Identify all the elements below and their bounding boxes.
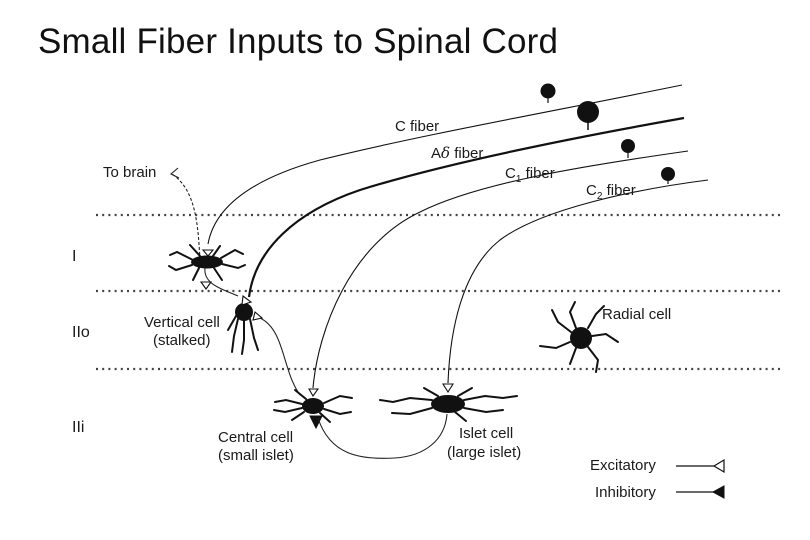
c-fiber-soma [540,83,556,103]
islet-cell-label: Islet cell [459,425,513,442]
c1-excitatory-terminal [308,388,320,398]
layer-label-iio: IIo [72,324,90,341]
a-delta-excitatory-terminal [241,294,253,306]
radial-cell-label: Radial cell [602,306,671,323]
central-cell [273,389,353,423]
c2-fiber-label: C2 fiber [586,182,636,202]
islet-cell-sublabel: (large islet) [447,444,521,461]
central-cell-label: Central cell [218,429,293,446]
c2-fiber-line [447,179,709,384]
legend-inhibitory-label: Inhibitory [595,484,656,501]
c1-fiber-line [312,150,689,389]
a-delta-fiber-label: Aδ fiber [431,144,483,162]
page-title: Small Fiber Inputs to Spinal Cord [38,22,559,61]
radial-cell [539,301,619,373]
a-delta-fiber-soma [577,101,599,130]
lamina-i-to-vertical-axon [204,267,239,297]
to-brain-label: To brain [103,164,156,181]
c-fiber-line [207,84,683,245]
islet-cell [379,387,518,422]
layer-label-i: I [72,248,76,265]
legend: Excitatory Inhibitory [590,457,725,501]
to-brain-arrowhead [170,167,180,179]
a-delta-fiber-line [247,116,685,298]
vertical-cell [227,303,259,355]
c1-fiber-label: C1 fiber [505,165,555,185]
c1-fiber-soma [621,139,635,158]
c2-fiber-soma [661,167,675,184]
legend-inhibitory-symbol [711,485,725,499]
c2-excitatory-terminal [442,383,454,394]
excitatory-terminal-vertical-2 [252,311,264,321]
vertical-cell-label: Vertical cell [144,314,220,331]
central-to-islet-axon [317,413,448,459]
layer-label-iii: IIi [72,419,84,436]
lamina-i-neuron [168,244,246,281]
vertical-cell-sublabel: (stalked) [153,332,211,349]
c-fiber-label: C fiber [395,118,439,135]
vertical-cell-axon [259,317,301,396]
excitatory-terminal-vertical-1 [199,281,213,290]
central-cell-inhibitory-terminal [309,415,323,430]
projection-to-brain [171,173,201,261]
legend-excitatory-label: Excitatory [590,457,656,474]
legend-excitatory-symbol [712,458,725,474]
c-fiber-excitatory-terminal [201,249,215,257]
central-cell-sublabel: (small islet) [218,447,294,464]
